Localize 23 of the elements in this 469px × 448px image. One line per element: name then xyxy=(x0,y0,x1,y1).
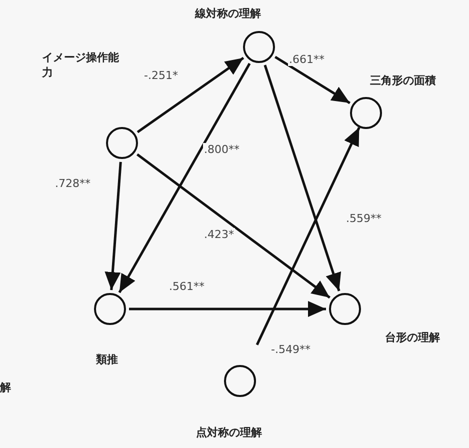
arrow xyxy=(136,56,244,134)
edge-label: .559** xyxy=(345,212,382,225)
arrow xyxy=(264,64,342,292)
arrow xyxy=(104,162,122,290)
edge-label: .800** xyxy=(203,143,240,156)
node-label: 点対称の理解 xyxy=(196,425,262,440)
node-label: イメージ操作能力 xyxy=(42,50,120,81)
node-label: 類推 xyxy=(96,352,118,368)
arrow xyxy=(274,56,350,104)
node-label: 三角形の面積 xyxy=(370,73,436,88)
edge-label: .561** xyxy=(168,280,206,293)
node-label: 線対称の理解 xyxy=(195,6,261,22)
edge-label: .728** xyxy=(54,177,92,190)
text-label: 解 xyxy=(0,380,11,396)
arrow xyxy=(136,153,330,299)
edge-label: -.549** xyxy=(270,343,312,356)
edge-label: .423* xyxy=(203,228,235,241)
edge-label: -.251* xyxy=(143,69,179,82)
node-label: 台形の理解 xyxy=(385,330,440,346)
arrow xyxy=(129,301,326,317)
arrow xyxy=(118,62,251,294)
edge-label: .661** xyxy=(288,53,326,66)
arrow xyxy=(256,126,360,346)
